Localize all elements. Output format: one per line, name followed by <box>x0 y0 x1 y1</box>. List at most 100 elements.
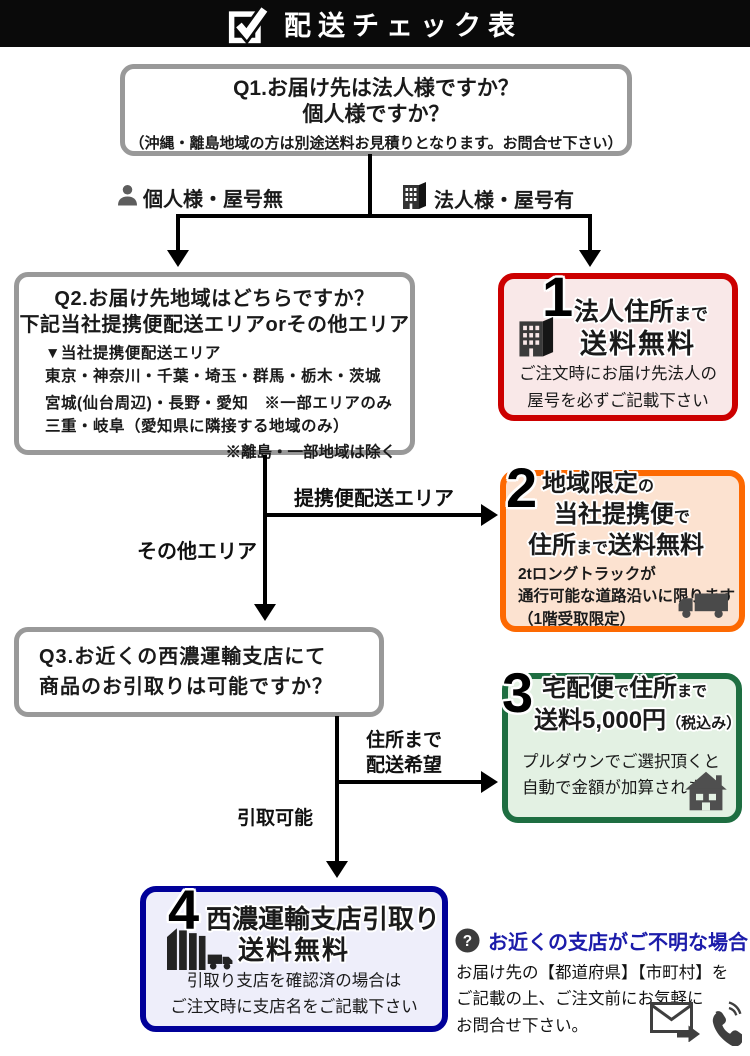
result3-number: 3 <box>502 661 534 724</box>
result1-note: ご注文時にお届け先法人の 屋号を必ずご記載下さい <box>504 361 732 415</box>
result4-box: 4 西濃運輸支店引取り 送料無料 引取り支店を確認済の場合は ご注文時に支店名を… <box>140 882 448 1032</box>
flow-line-q3-down <box>335 716 339 862</box>
edge-label-pickup: 引取可能 <box>237 808 314 829</box>
result1-heading1-main: 法人住所 <box>574 298 675 326</box>
result4-note: 引取り支店を確認済の場合は ご注文時に支店名をご記載下さい <box>146 968 442 1021</box>
truck-icon <box>677 592 729 620</box>
q2-area-header: ▼当社提携便配送エリア <box>45 345 221 362</box>
building-icon <box>518 313 556 359</box>
person-icon <box>118 184 137 212</box>
result2-h2-main: 当社提携便 <box>554 501 674 529</box>
contact-line3: お問合せ下さい。 <box>456 1016 588 1035</box>
result3-h2-main: 送料5,000円 <box>534 707 667 735</box>
q1-note: （沖縄・離島地域の方は別途送料お見積りとなります。お問合せ下さい） <box>129 134 623 152</box>
contact-heading-row: ? お近くの支店がご不明な場合 <box>455 926 748 955</box>
result3-note: プルダウンでご選択頂くと 自動で金額が加算されます <box>522 749 720 802</box>
arrow-to-result3 <box>481 771 498 793</box>
result4-heading1: 西濃運輸支店引取り <box>206 904 441 934</box>
q2-area-line3: 三重・岐阜（愛知県に隣接する地域のみ） <box>45 417 350 435</box>
flow-line-branch <box>176 214 592 218</box>
result2-heading-line2: 当社提携便で <box>554 499 704 530</box>
q1-box: Q1.お届け先は法人様ですか？ 個人様ですか？ （沖縄・離島地域の方は別途送料お… <box>120 64 632 156</box>
q2-title2: 下記当社提携便配送エリアorその他エリア <box>19 314 410 336</box>
branch-personal: 個人様・屋号無 <box>118 183 283 212</box>
page-title: 配送チェック表 <box>284 11 522 41</box>
result3-box: 3 宅配便で住所まで 送料5,000円（税込み） プルダウンでご選択頂くと 自動… <box>502 665 742 823</box>
result3-heading: 宅配便で住所まで 送料5,000円（税込み） <box>534 673 741 738</box>
result2-note-line3: （1階受取限定） <box>518 610 636 628</box>
branch-corporate: 法人様・屋号有 <box>402 181 574 215</box>
q3-box: Q3.お近くの西濃運輸支店にて 商品のお引取りは可能ですか？ <box>14 627 384 717</box>
flow-line-to-result3 <box>335 780 483 784</box>
q3-line2: 商品のお引取りは可能ですか？ <box>39 676 333 698</box>
result3-h1-main1: 宅配便 <box>542 675 614 702</box>
checkbox-check-icon <box>228 5 270 45</box>
arrow-to-result1 <box>579 250 601 267</box>
question-icon: ? <box>455 928 480 953</box>
arrow-to-result4 <box>326 861 348 878</box>
q1-line1: Q1.お届け先は法人様ですか？ <box>233 77 519 100</box>
edge-label-other-area: その他エリア <box>137 541 257 563</box>
building-icon <box>402 181 428 215</box>
result3-note-line2: 自動で金額が加算されます <box>522 779 720 798</box>
q2-title1: Q2.お届け先地域はどちらですか？ <box>54 288 375 310</box>
contact-body: お届け先の【都道府県】【市町村】を ご記載の上、ご注文前にお気軽に お問合せ下さ… <box>456 960 741 1039</box>
result1-heading2: 送料無料 <box>580 329 696 359</box>
result3-heading-line2: 送料5,000円（税込み） <box>534 705 741 737</box>
q2-area-line1: 東京・神奈川・千葉・埼玉・群馬・栃木・茨城 <box>45 368 382 386</box>
mail-icon <box>650 1002 702 1043</box>
result1-heading1-small: まで <box>674 305 709 324</box>
phone-icon <box>708 1000 744 1047</box>
result3-h1-small2: まで <box>677 683 708 700</box>
result2-heading-line3: 住所まで送料無料 <box>528 530 704 561</box>
result3-h1-main2: 住所 <box>629 675 678 702</box>
edge-label-address2: 配送希望 <box>366 755 443 776</box>
edge-label-address1: 住所まで <box>366 730 443 751</box>
house-icon <box>684 771 728 811</box>
q2-box: Q2.お届け先地域はどちらですか？ 下記当社提携便配送エリアorその他エリア ▼… <box>14 272 415 461</box>
svg-text:?: ? <box>463 933 472 950</box>
result2-h3-small: まで <box>576 540 609 558</box>
contact-line2: ご記載の上、ご注文前にお気軽に <box>456 990 704 1009</box>
result2-h2-small: で <box>674 509 691 527</box>
result4-number: 4 <box>168 878 200 941</box>
header-bar: 配送チェック表 <box>0 0 750 47</box>
warehouse-truck-icon <box>162 926 238 970</box>
result2-note-line1: 2tロングトラックが <box>518 566 656 583</box>
result3-heading-line1: 宅配便で住所まで <box>542 673 741 705</box>
flow-line-branch-left <box>176 214 180 250</box>
result4-note-line2: ご注文時に支店名をご記載下さい <box>170 998 418 1017</box>
q3-line1: Q3.お近くの西濃運輸支店にて <box>39 646 327 668</box>
result2-h1-small: の <box>638 478 655 495</box>
q2-area-line2: 宮城(仙台周辺)・長野・愛知 ※一部エリアのみ <box>45 394 393 412</box>
result3-h1-small1: で <box>614 683 630 700</box>
result1-heading1: 法人住所まで <box>574 292 708 328</box>
branch-personal-label: 個人様・屋号無 <box>143 189 283 211</box>
q2-area-note: ※離島・一部地域は除く <box>225 444 396 462</box>
result2-h3-main1: 住所 <box>528 532 576 560</box>
flow-line-branch-right <box>588 214 592 250</box>
edge-label-partner-area: 提携便配送エリア <box>294 488 454 510</box>
result1-note-line2: 屋号を必ずご記載下さい <box>527 392 709 411</box>
result3-h2-small: （税込み） <box>666 715 742 733</box>
arrow-to-q2 <box>167 250 189 267</box>
result3-note-line1: プルダウンでご選択頂くと <box>522 753 720 771</box>
result4-heading2: 送料無料 <box>237 935 350 965</box>
result2-note: 2tロングトラックが 通行可能な道路沿いに限ります （1階受取限定） <box>518 564 735 631</box>
result1-number: 1 <box>542 265 574 328</box>
result4-note-line1: 引取り支店を確認済の場合は <box>186 972 402 990</box>
result2-heading: 地域限定の 当社提携便で 住所まで送料無料 <box>528 468 704 562</box>
result1-note-line1: ご注文時にお届け先法人の <box>519 365 717 383</box>
result2-h1-main: 地域限定 <box>542 470 638 497</box>
flow-line-q2-down <box>263 455 267 605</box>
result1-box: 1 法人住所まで 送料無料 ご注文時にお届け先法人の 屋号を必ずご記載下さい <box>498 269 738 421</box>
result2-number: 2 <box>506 456 538 519</box>
result2-box: 2 地域限定の 当社提携便で 住所まで送料無料 2tロングトラックが 通行可能な… <box>500 460 745 632</box>
flow-line-to-result2 <box>263 513 483 517</box>
arrow-to-q3 <box>254 604 276 621</box>
contact-line1: お届け先の【都道府県】【市町村】を <box>456 964 729 982</box>
arrow-to-result2 <box>481 504 498 526</box>
result2-heading-line1: 地域限定の <box>542 468 704 499</box>
result2-h3-main2: 送料無料 <box>608 532 705 560</box>
